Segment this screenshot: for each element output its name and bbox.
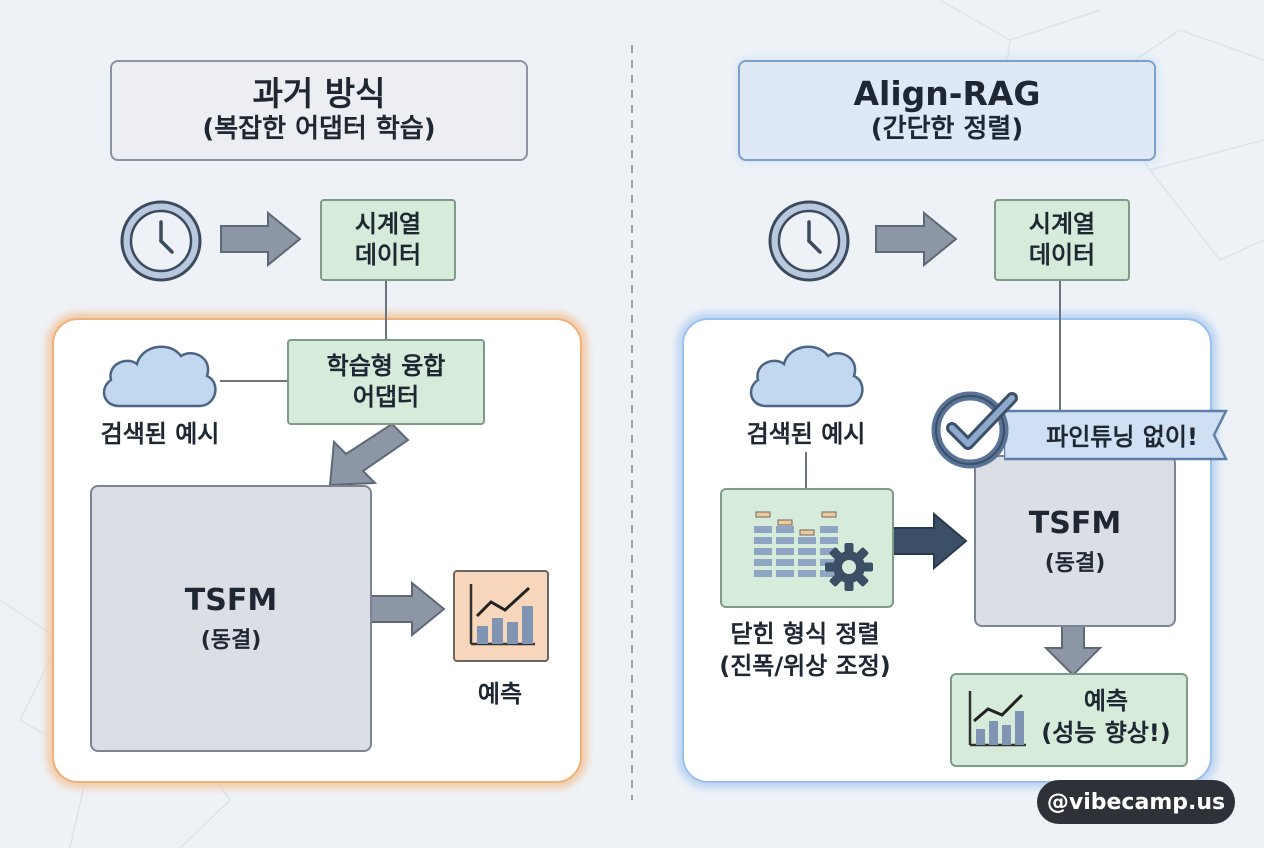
checkmark-icon xyxy=(931,391,1018,469)
left-header-title: 과거 방식 xyxy=(252,73,386,113)
left-tsfm-box: TSFM (동결) xyxy=(90,485,372,752)
cloud-icon xyxy=(102,345,217,408)
right-timeseries-line1: 시계열 xyxy=(1028,209,1096,238)
left-forecast-icon-box xyxy=(453,570,549,662)
chart-icon xyxy=(469,584,535,646)
left-header: 과거 방식 (복잡한 어댑터 학습) xyxy=(110,60,528,161)
right-header-subtitle: (간단한 정렬) xyxy=(870,114,1024,145)
clock-icon xyxy=(120,200,202,282)
left-adapter-line2: 어댑터 xyxy=(352,383,420,411)
chart-icon xyxy=(968,691,1026,747)
right-forecast-line1: 예측 xyxy=(1083,687,1129,715)
left-timeseries-line2: 데이터 xyxy=(354,241,422,269)
right-forecast-label: 예측 (성능 향상!) xyxy=(1032,685,1180,750)
right-alignment-label: 닫힌 형식 정렬 (진폭/위상 조정) xyxy=(700,618,910,683)
right-alignment-line2: (진폭/위상 조정) xyxy=(719,652,891,681)
ribbon-banner xyxy=(1004,409,1229,461)
right-retrieved-label: 검색된 예시 xyxy=(746,420,866,448)
right-tsfm-title: TSFM xyxy=(1028,505,1122,541)
gear-icon xyxy=(825,543,873,591)
left-adapter-line1: 학습형 융합 xyxy=(326,351,446,380)
watermark-badge: @vibecamp.us xyxy=(1037,780,1235,824)
no-finetune-label: 파인튜닝 없이! xyxy=(1046,423,1198,451)
left-tsfm-title: TSFM xyxy=(184,583,278,618)
right-timeseries-line2: 데이터 xyxy=(1028,241,1096,269)
left-timeseries-box: 시계열 데이터 xyxy=(320,199,456,281)
right-tsfm-subtitle: (동결) xyxy=(1044,550,1106,576)
left-forecast-label: 예측 xyxy=(477,680,523,708)
right-forecast-line2: (성능 향상!) xyxy=(1041,719,1171,748)
right-alignment-box xyxy=(720,488,894,608)
left-retrieved-label: 검색된 예시 xyxy=(100,420,220,448)
bar-grid-icon xyxy=(754,511,838,577)
right-timeseries-box: 시계열 데이터 xyxy=(994,199,1130,281)
right-alignment-line1: 닫힌 형식 정렬 xyxy=(730,620,880,648)
right-header: Align-RAG (간단한 정렬) xyxy=(738,60,1156,161)
left-header-subtitle: (복잡한 어댑터 학습) xyxy=(202,114,436,145)
left-adapter-box: 학습형 융합 어댑터 xyxy=(287,339,485,425)
left-tsfm-subtitle: (동결) xyxy=(200,628,262,653)
right-forecast-box: 예측 (성능 향상!) xyxy=(950,673,1188,767)
cloud-icon xyxy=(749,345,864,408)
left-timeseries-line1: 시계열 xyxy=(354,209,422,238)
right-tsfm-box: TSFM (동결) xyxy=(974,455,1176,627)
right-header-title: Align-RAG xyxy=(853,73,1041,113)
clock-icon xyxy=(768,200,850,282)
